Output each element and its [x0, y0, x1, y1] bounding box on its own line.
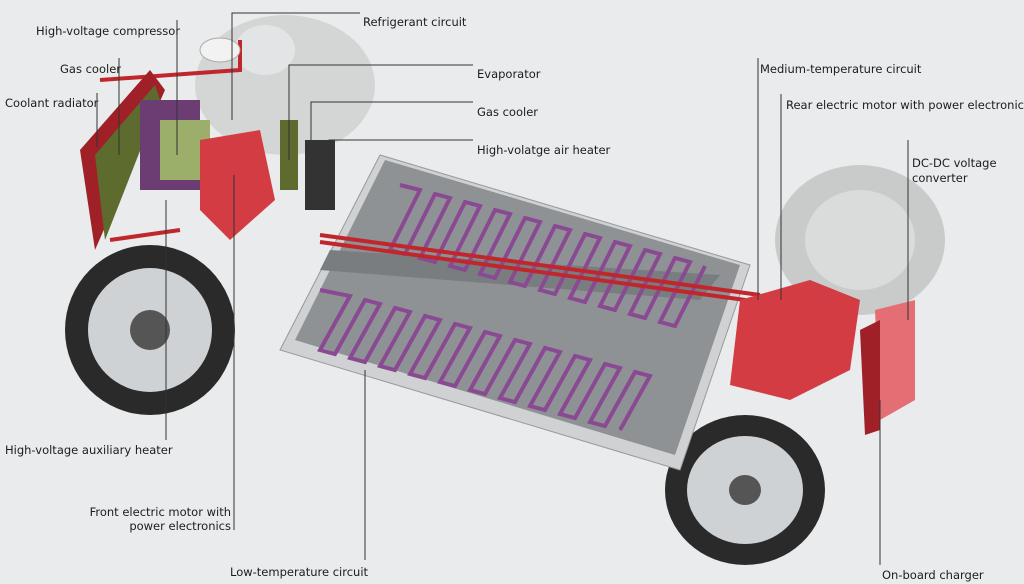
label-front-motor-line1: Front electric motor with: [89, 505, 231, 519]
label-dcdc-line2: converter: [912, 171, 968, 185]
label-rear-motor: Rear electric motor with power electroni…: [786, 98, 1024, 112]
label-gas-cooler-left: Gas cooler: [60, 62, 121, 76]
label-gas-cooler-right: Gas cooler: [477, 105, 538, 119]
label-hv-compressor: High-voltage compressor: [36, 24, 181, 38]
wheel-rear-right: [775, 165, 945, 315]
label-evaporator: Evaporator: [477, 67, 541, 81]
label-coolant-radiator: Coolant radiator: [5, 96, 99, 110]
label-hv-air-heater: High-volatge air heater: [477, 143, 611, 157]
rear-components: [730, 280, 915, 435]
leader-lines: [96, 12, 909, 565]
label-dcdc-line1: DC-DC voltage: [912, 156, 997, 170]
wheel-front-left: [65, 245, 235, 415]
label-hv-aux-heater: High-voltage auxiliary heater: [5, 443, 173, 457]
front-components: [80, 37, 335, 250]
wheel-rear-left: [665, 415, 825, 565]
label-front-motor-line2: power electronics: [129, 519, 231, 533]
label-refrigerant-circuit: Refrigerant circuit: [363, 15, 467, 29]
label-low-temp-circuit: Low-temperature circuit: [230, 565, 369, 579]
label-medium-temp-circuit: Medium-temperature circuit: [760, 62, 922, 76]
battery-pack: [279, 154, 751, 471]
label-onboard-charger: On-board charger: [882, 568, 984, 582]
low-temperature-circuit-pipes: [317, 183, 707, 431]
